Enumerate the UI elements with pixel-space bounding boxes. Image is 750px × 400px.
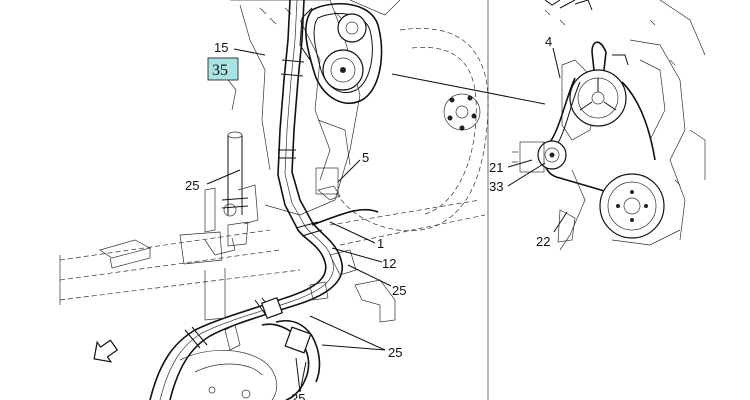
callout-22: 22 — [536, 234, 550, 249]
flywheel-outline — [334, 28, 489, 232]
callout-25-right: 25 — [392, 283, 406, 298]
callout-21: 21 — [489, 160, 503, 175]
reference-box-label: 35 — [212, 62, 228, 79]
frame-rails — [59, 199, 486, 321]
callout-25-left: 25 — [185, 178, 199, 193]
callout-25-bottom: 25 — [291, 391, 305, 400]
lower-hose — [260, 296, 321, 400]
callout-12: 12 — [382, 256, 396, 271]
engine-block — [227, 0, 401, 216]
callout-15: 15 — [214, 40, 228, 55]
callout-5: 5 — [362, 150, 369, 165]
callouts: 15 25 5 1 12 25 25 25 4 21 33 22 — [185, 34, 552, 400]
lower-housing — [179, 324, 278, 400]
reference-box-35[interactable]: 35 — [207, 57, 239, 81]
callout-33: 33 — [489, 179, 503, 194]
left-pipe — [204, 131, 259, 233]
callout-1: 1 — [377, 236, 384, 251]
reference-box-bg — [207, 57, 239, 81]
callout-25-lower: 25 — [388, 345, 402, 360]
callout-4: 4 — [545, 34, 552, 49]
upper-pulleys — [299, 2, 383, 104]
leader-lines — [206, 47, 568, 393]
front-arrow-icon — [93, 339, 119, 363]
detail-inset — [487, 0, 706, 400]
